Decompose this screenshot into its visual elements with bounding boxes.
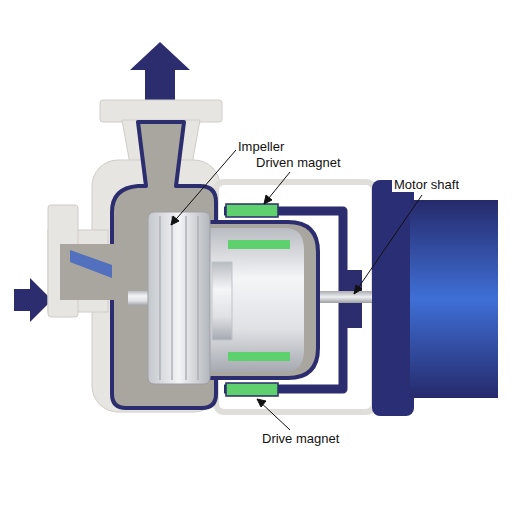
rotor-hub: [212, 262, 232, 340]
leader-lines: [171, 150, 422, 430]
impeller-vanes: [160, 216, 198, 380]
part-label: Motor shaft: [392, 178, 461, 192]
pump-chamber: [112, 122, 216, 408]
part-label: Impeller: [236, 140, 286, 154]
driven-magnet-band: [228, 240, 290, 249]
outlet-arrow: [130, 42, 190, 100]
inlet-channel: [60, 244, 120, 300]
pump-casing: [48, 100, 222, 412]
driven-rotor: [210, 228, 304, 372]
part-label: Drive magnet: [260, 432, 341, 446]
drive-magnet: [226, 204, 278, 217]
impeller: [148, 212, 210, 384]
motor-shaft: [320, 291, 380, 303]
driven-magnet-band: [228, 352, 290, 361]
motor-body: [410, 200, 498, 398]
inlet-arrow: [14, 278, 52, 322]
containment-shell: [205, 222, 318, 378]
inlet-highlight: [70, 250, 112, 278]
part-label: Driven magnet: [254, 156, 343, 170]
drive-magnet: [226, 383, 278, 396]
